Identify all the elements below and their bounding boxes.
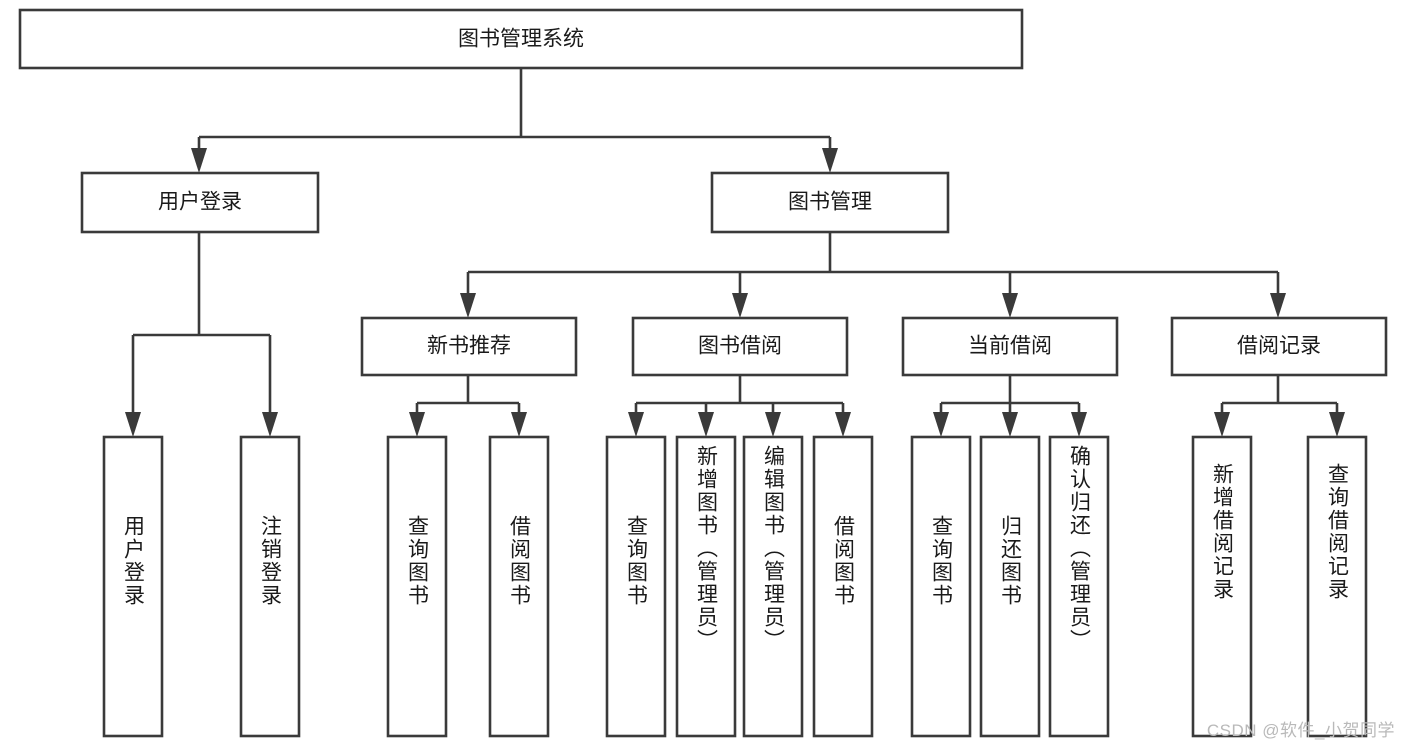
node-borrow-record[interactable]: 借阅记录 xyxy=(1170,316,1388,377)
leaf-add-book[interactable] xyxy=(675,435,737,738)
node-user-login[interactable]: 用户登录 xyxy=(80,171,320,234)
leaf-query-book-3[interactable] xyxy=(910,435,972,738)
leaf-borrow-book-1[interactable] xyxy=(488,435,550,738)
node-book-management[interactable]: 图书管理 xyxy=(710,171,950,234)
leaf-query-borrow-record[interactable] xyxy=(1306,435,1368,738)
node-borrow-record-label: 借阅记录 xyxy=(1237,335,1321,358)
leaf-edit-book[interactable] xyxy=(742,435,804,738)
node-root-system[interactable]: 图书管理系统 xyxy=(18,8,1024,70)
connector-bookmgmt-to-level3 xyxy=(460,232,1286,318)
connector-borrowrecord-to-leaves xyxy=(1214,375,1345,437)
node-book-management-label: 图书管理 xyxy=(788,191,872,214)
leaf-query-book-2[interactable] xyxy=(605,435,667,738)
connector-newbook-to-leaves xyxy=(409,375,527,437)
leaf-user-logout[interactable] xyxy=(239,435,301,738)
node-current-borrow[interactable]: 当前借阅 xyxy=(901,316,1119,377)
node-new-book-recommend[interactable]: 新书推荐 xyxy=(360,316,578,377)
connector-bookborrow-to-leaves xyxy=(628,375,851,437)
node-book-borrow[interactable]: 图书借阅 xyxy=(631,316,849,377)
leaf-borrow-book-2[interactable] xyxy=(812,435,874,738)
node-current-borrow-label: 当前借阅 xyxy=(968,335,1052,358)
root-label: 图书管理系统 xyxy=(458,28,584,51)
node-user-login-label: 用户登录 xyxy=(158,191,242,214)
leaf-return-book[interactable] xyxy=(979,435,1041,738)
node-new-book-recommend-label: 新书推荐 xyxy=(427,335,511,358)
leaf-add-borrow-record[interactable] xyxy=(1191,435,1253,738)
connector-userlogin-to-leaves xyxy=(125,232,278,437)
leaf-query-book-1[interactable] xyxy=(386,435,448,738)
connector-currentborrow-to-leaves xyxy=(933,375,1087,437)
node-book-borrow-label: 图书借阅 xyxy=(698,335,782,358)
leaf-confirm-return[interactable] xyxy=(1048,435,1110,738)
connector-root-to-level2 xyxy=(191,68,838,173)
leaf-user-login[interactable] xyxy=(102,435,164,738)
